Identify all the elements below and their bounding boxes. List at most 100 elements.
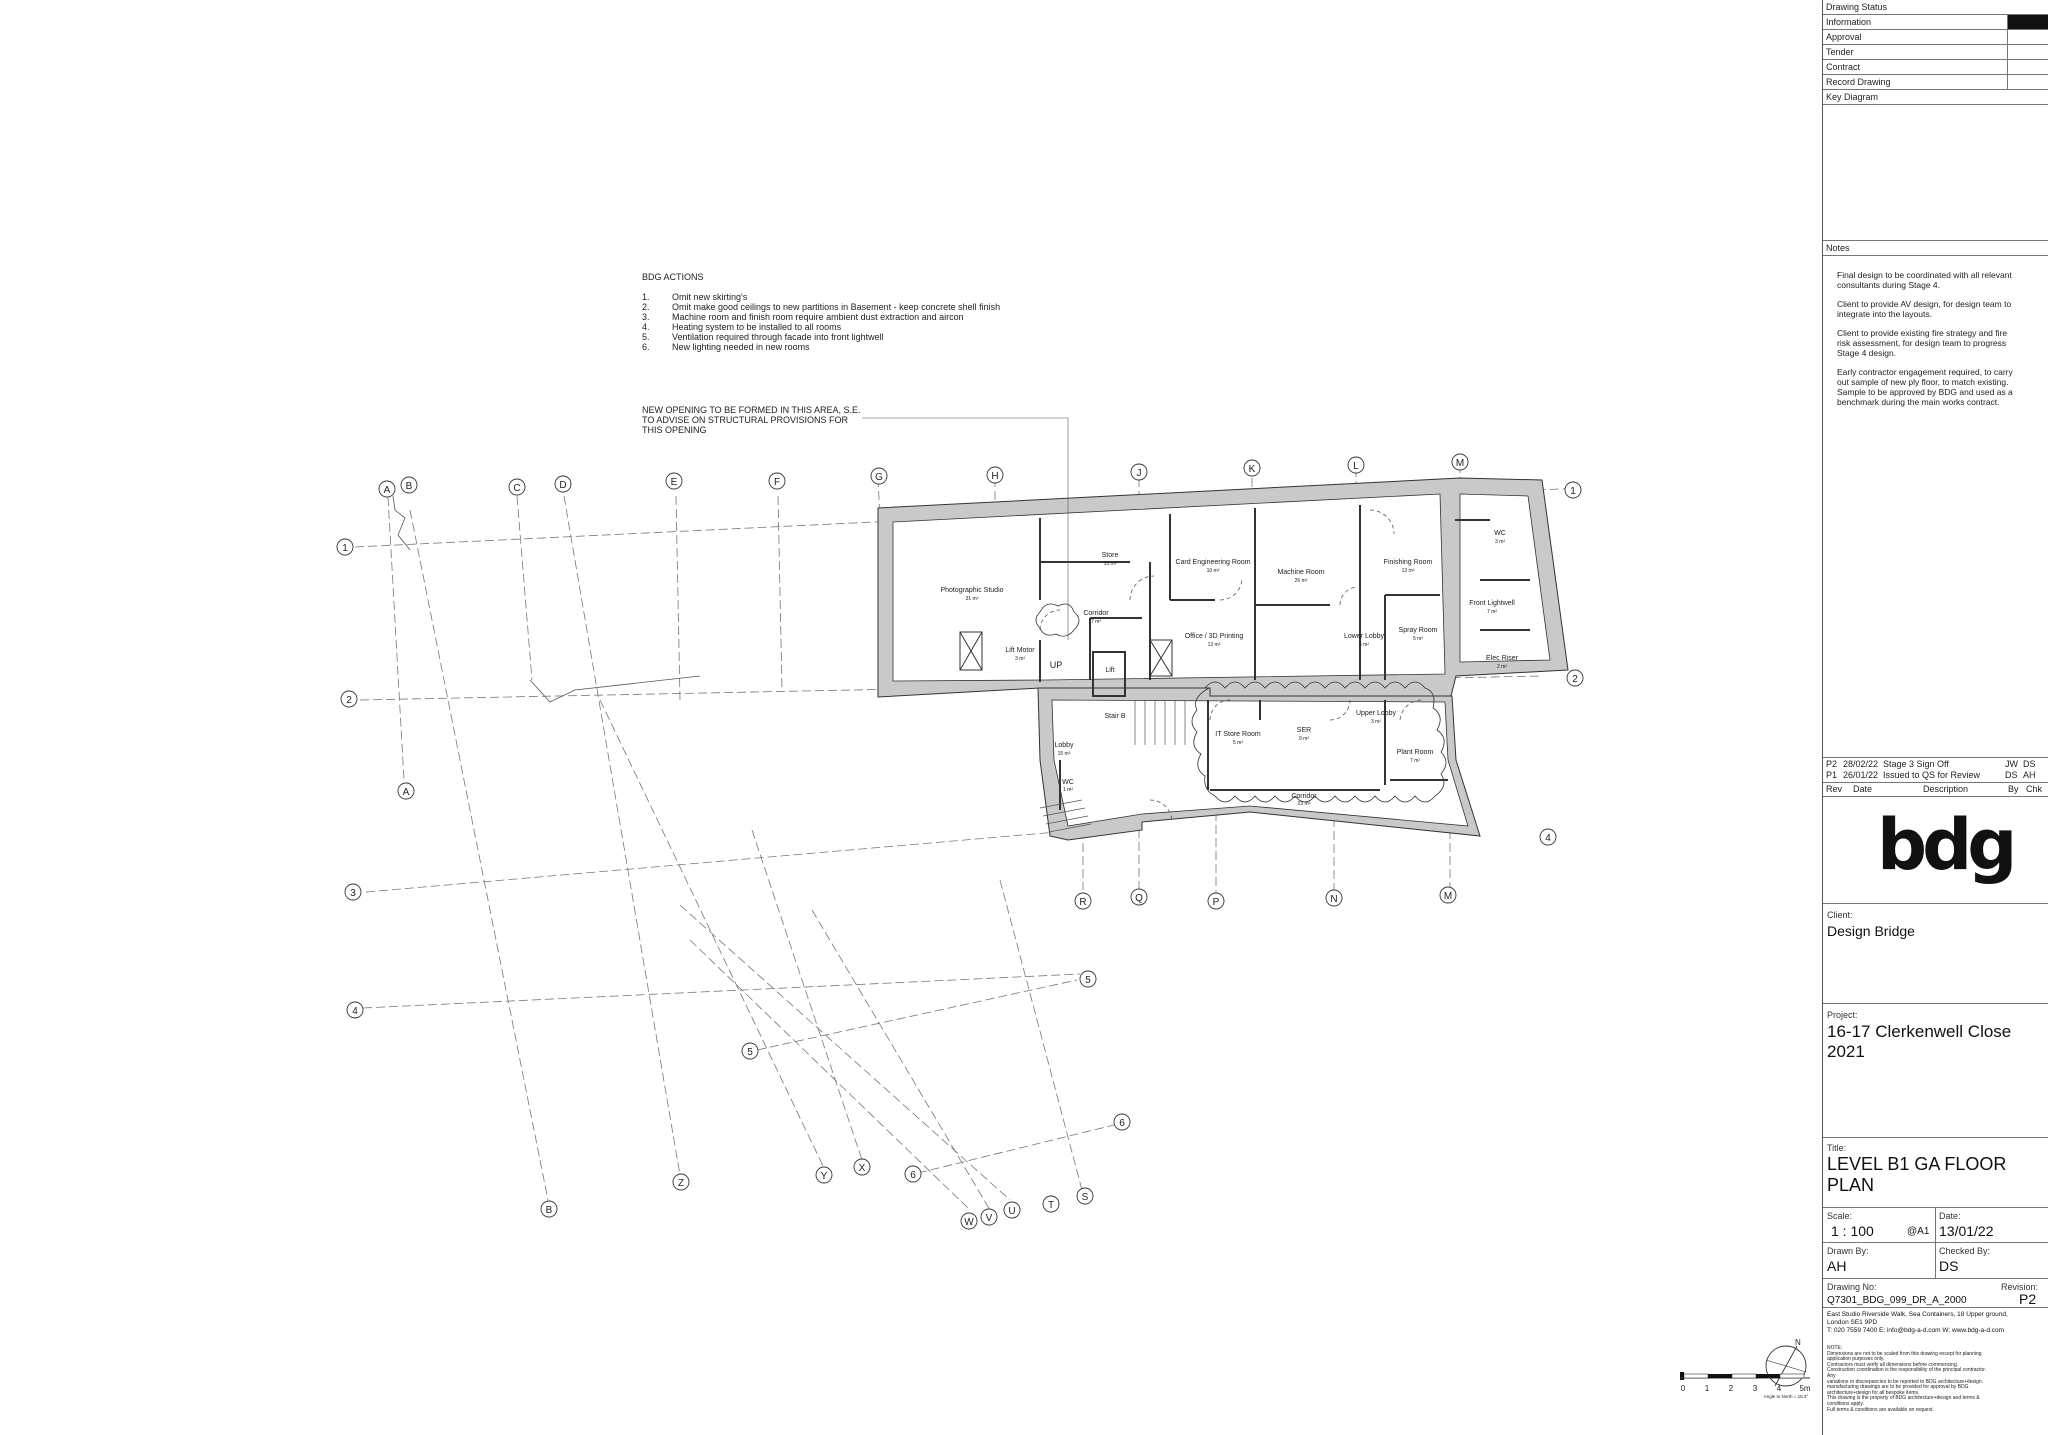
action-text: New lighting needed in new rooms (672, 342, 810, 352)
action-text: Omit new skirting's (672, 292, 748, 302)
drawing-title: LEVEL B1 GA FLOOR (1827, 1154, 2007, 1174)
svg-text:2: 2 (346, 695, 352, 706)
status-checkbox-filled (2007, 15, 2048, 29)
drawn-by-value: AH (1827, 1258, 1847, 1274)
room-name: Elec Riser (1486, 655, 1519, 662)
room-name: WC (1062, 779, 1074, 786)
note-paragraph: Early contractor engagement required, to… (1837, 367, 2013, 407)
svg-text:T: T (1048, 1200, 1054, 1211)
svg-text:4: 4 (1777, 1384, 1782, 1393)
svg-text:X: X (859, 1163, 866, 1174)
svg-text:N: N (1330, 894, 1337, 905)
room-name: UP (1050, 660, 1063, 670)
svg-text:S: S (1082, 1192, 1089, 1203)
room-area: 3 m² (1495, 539, 1505, 545)
title-block: Drawing Status Information Approval Tend… (1822, 0, 2048, 1435)
svg-text:2: 2 (1729, 1384, 1734, 1393)
status-contract: Contract (1823, 60, 2048, 75)
grid-bubbles: A B C D E F G H J K L M 1 1 2 2 A 3 4 4 … (336, 453, 1584, 1230)
room-name: Lower Lobby (1344, 633, 1385, 640)
drawing-number-row: Drawing No: Q7301_BDG_099_DR_A_2000 Revi… (1823, 1279, 2048, 1308)
room-area: 1 m² (1063, 787, 1073, 793)
note-paragraph: Final design to be coordinated with all … (1837, 270, 2012, 290)
svg-text:3: 3 (1753, 1384, 1758, 1393)
room-area: 10 m² (1207, 568, 1220, 574)
svg-text:TO ADVISE ON STRUCTURAL PROVIS: TO ADVISE ON STRUCTURAL PROVISIONS FOR (642, 415, 849, 425)
svg-text:H: H (991, 471, 998, 482)
action-text: Heating system to be installed to all ro… (672, 322, 842, 332)
svg-text:THIS OPENING: THIS OPENING (642, 425, 707, 435)
scale-bar: 0 1 2 3 4 5m (1680, 1372, 1811, 1393)
svg-text:6: 6 (910, 1170, 916, 1181)
svg-text:M: M (1444, 891, 1452, 902)
scale-value: 1 : 100 (1831, 1223, 1874, 1239)
room-name: Machine Room (1277, 569, 1324, 576)
project-year: 2021 (1827, 1042, 1865, 1061)
room-area: 7 m² (1091, 619, 1101, 625)
note-paragraph: Client to provide existing fire strategy… (1837, 328, 2008, 358)
room-name: IT Store Room (1215, 731, 1261, 738)
notes-body: Final design to be coordinated with all … (1823, 256, 2048, 756)
drawing-number: Q7301_BDG_099_DR_A_2000 (1827, 1295, 1967, 1306)
svg-text:3: 3 (350, 888, 356, 899)
room-name: Finishing Room (1384, 559, 1433, 566)
svg-text:2: 2 (1572, 674, 1578, 685)
floor-plan-drawing: BDG ACTIONS 1. Omit new skirting's 2. Om… (336, 272, 1811, 1399)
status-checkbox (2007, 45, 2048, 59)
room-name: Stair B (1104, 713, 1125, 720)
status-checkbox (2007, 75, 2048, 89)
svg-text:M: M (1456, 458, 1464, 469)
svg-text:4: 4 (352, 1006, 358, 1017)
svg-text:K: K (1249, 464, 1256, 475)
room-name: Spray Room (1399, 627, 1438, 634)
drawing-title-line2: PLAN (1827, 1175, 1875, 1195)
svg-text:Q: Q (1135, 893, 1143, 904)
room-area: 13 m² (1402, 568, 1415, 574)
sheet-size: @A1 (1907, 1226, 1930, 1237)
bdg-logo: bdg (1877, 804, 2017, 886)
room-area: 7 m² (1410, 758, 1420, 764)
note-paragraph: Client to provide AV design, for design … (1837, 299, 2012, 319)
notes-header: Notes (1823, 241, 2048, 256)
project-name: 16-17 Clerkenwell Close (1827, 1022, 2012, 1041)
client-name: Design Bridge (1827, 923, 1915, 939)
svg-text:Z: Z (678, 1178, 684, 1189)
status-checkbox (2007, 60, 2048, 74)
room-area: 2 m² (1497, 664, 1507, 670)
room-area: 3 m² (1015, 656, 1025, 662)
room-name: Lobby (1054, 742, 1074, 749)
logo-panel: bdg (1823, 796, 2048, 904)
room-name: Card Engineering Room (1175, 559, 1250, 566)
room-name: Front Lightwell (1469, 600, 1515, 607)
action-number: 2. (642, 302, 650, 312)
svg-text:D: D (559, 480, 566, 491)
status-record-drawing: Record Drawing (1823, 75, 2048, 90)
client-panel: Client: Design Bridge (1823, 904, 2048, 1004)
actions-title: BDG ACTIONS (642, 272, 704, 282)
svg-text:1: 1 (1705, 1384, 1710, 1393)
svg-text:P: P (1213, 897, 1220, 908)
svg-text:C: C (513, 483, 520, 494)
room-labels: Photographic Studio 31 m² Store 15 m² Ca… (940, 530, 1518, 807)
room-name: Plant Room (1397, 749, 1434, 756)
room-area: 5 m² (1233, 740, 1243, 746)
status-approval: Approval (1823, 30, 2048, 45)
svg-text:U: U (1008, 1206, 1015, 1217)
svg-text:4: 4 (1545, 833, 1551, 844)
north-label: N (1795, 1338, 1801, 1347)
revision-table: P2 28/02/22 Stage 3 Sign Off JW DS P1 26… (1823, 757, 2048, 797)
key-diagram-area (1823, 105, 2048, 241)
svg-text:G: G (875, 472, 883, 483)
north-angle-text: Angle to North = 15.3° (1764, 1394, 1809, 1399)
action-number: 5. (642, 332, 650, 342)
room-name: Lift Motor (1005, 647, 1035, 654)
svg-text:5m: 5m (1799, 1384, 1810, 1393)
status-checkbox (2007, 30, 2048, 44)
structural-callout: NEW OPENING TO BE FORMED IN THIS AREA, S… (642, 405, 861, 435)
svg-text:B: B (406, 481, 413, 492)
north-point: N Angle to North = 15.3° (1764, 1338, 1809, 1399)
room-name: Office / 3D Printing (1185, 633, 1244, 640)
svg-text:A: A (403, 787, 410, 798)
status-information: Information (1823, 15, 2048, 30)
svg-text:A: A (384, 485, 391, 496)
